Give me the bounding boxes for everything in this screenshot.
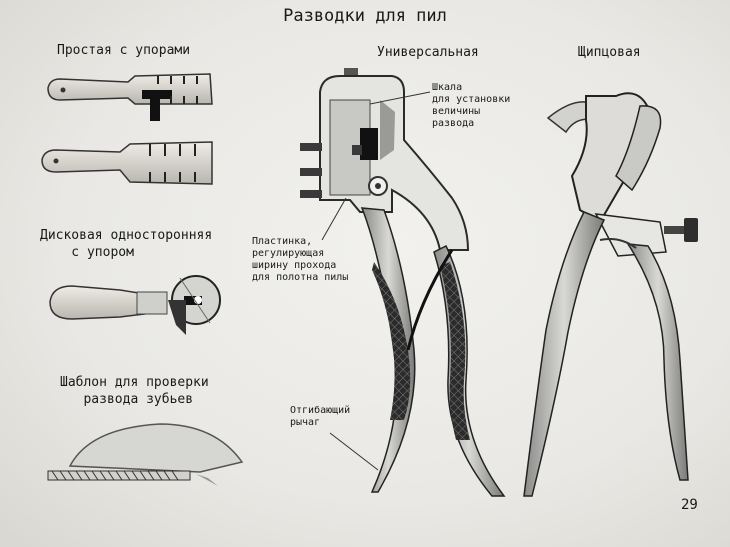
pincer-set-tool — [523, 92, 698, 497]
slide-title: Разводки для пил — [283, 6, 447, 26]
disc-set-tool — [49, 275, 221, 335]
callout-lever: Отгибающий рычаг — [290, 405, 351, 428]
callout-scale: Шкала для установки величины развода — [432, 82, 511, 129]
page-number: 29 — [681, 497, 698, 513]
template-tool — [47, 423, 244, 486]
label-disc-set: Дисковая односторонняя с упором — [40, 228, 213, 260]
universal-set-tool — [300, 68, 506, 497]
simple-set-tool-1 — [47, 73, 213, 121]
label-simple-set: Простая с упорами — [57, 43, 191, 58]
label-universal-set: Универсальная — [377, 45, 479, 60]
simple-set-tool-2 — [41, 141, 213, 185]
callout-plate: Пластинка, регулирующая ширину прохода д… — [252, 236, 349, 283]
label-template: Шаблон для проверки развода зубьев — [60, 375, 209, 407]
label-pincer-set: Щипцовая — [578, 45, 641, 60]
